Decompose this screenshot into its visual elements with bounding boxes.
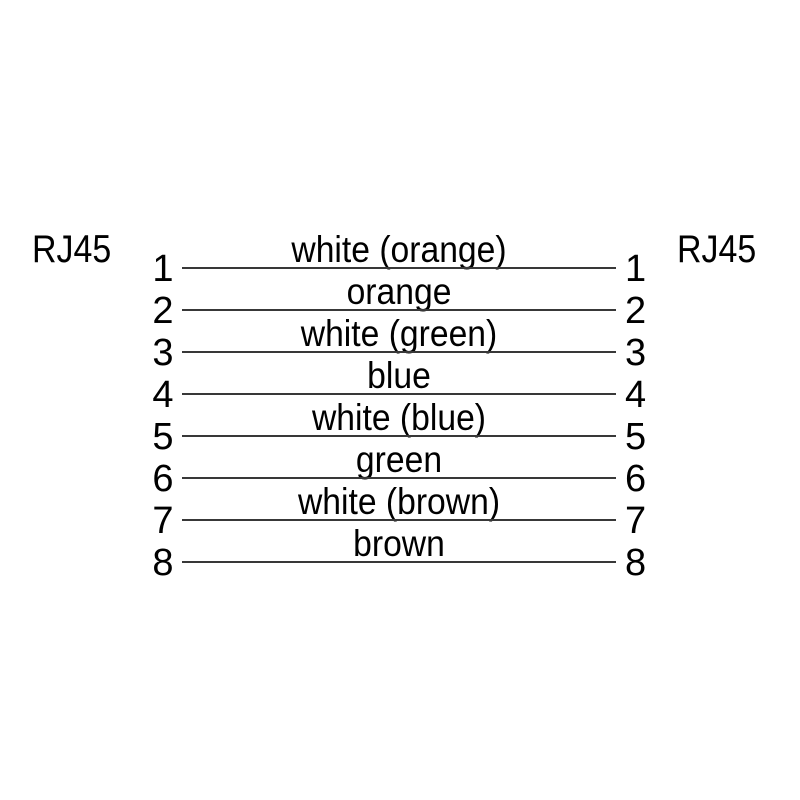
pin-number-right: 5 xyxy=(625,416,647,458)
pin-number-left: 2 xyxy=(152,290,174,332)
wire-color-label: white (brown) xyxy=(297,481,501,522)
wire-line xyxy=(182,351,616,353)
wire-color-label: white (blue) xyxy=(311,397,487,438)
pin-number-left: 3 xyxy=(152,332,174,374)
pin-number-left: 8 xyxy=(152,542,174,584)
wire-color-label: brown xyxy=(353,523,445,564)
wire-line xyxy=(182,561,616,563)
wire-line xyxy=(182,435,616,437)
wire-line xyxy=(182,477,616,479)
pin-number-left: 4 xyxy=(152,374,174,416)
wire-color-label: white (green) xyxy=(300,313,498,354)
wire-color-label: white (orange) xyxy=(291,229,507,270)
wire-color-label: green xyxy=(355,439,443,480)
pin-number-right: 7 xyxy=(625,500,647,542)
wire-line xyxy=(182,309,616,311)
pin-number-right: 4 xyxy=(625,374,647,416)
pin-number-right: 3 xyxy=(625,332,647,374)
pin-number-right: 2 xyxy=(625,290,647,332)
wire-line xyxy=(182,519,616,521)
pin-number-right: 1 xyxy=(625,248,647,290)
pin-number-right: 6 xyxy=(625,458,647,500)
connector-label-right: RJ45 xyxy=(677,228,757,271)
pin-number-right: 8 xyxy=(625,542,647,584)
wire-line xyxy=(182,393,616,395)
wire-color-label: orange xyxy=(346,271,452,312)
wire-color-label: blue xyxy=(367,355,431,396)
connector-label-left: RJ45 xyxy=(32,228,112,271)
pin-number-left: 7 xyxy=(152,500,174,542)
pin-number-left: 6 xyxy=(152,458,174,500)
wire-line xyxy=(182,267,616,269)
pin-number-left: 5 xyxy=(152,416,174,458)
pin-number-left: 1 xyxy=(152,248,174,290)
